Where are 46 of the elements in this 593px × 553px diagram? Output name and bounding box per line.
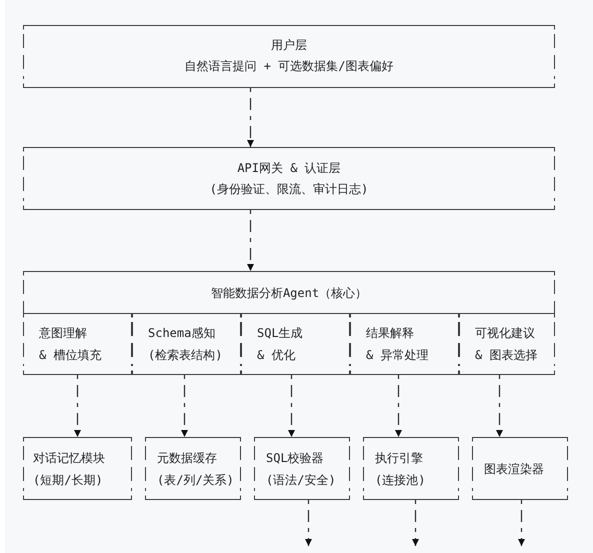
arrow [181,375,188,437]
description-text: & 槽位填充 [39,347,102,363]
description-text: (身份验证、限流、审计日志) [208,181,370,197]
arrow [74,375,81,437]
arrow [247,210,254,271]
description-text: (短期/长期) [33,472,103,488]
heading-text: 意图理解 [39,325,87,341]
heading-text: 可视化建议 [475,325,535,341]
heading-text: 智能数据分析Agent（核心） [210,285,368,301]
module-box [241,313,350,375]
description-text: (检索表结构) [148,347,222,363]
module-box [350,313,459,375]
module-box [132,313,241,375]
heading-text: API网关 & 认证层 [236,160,342,176]
description-text: (连接池) [375,472,426,488]
arrow [412,500,419,546]
component-box [23,437,132,500]
description-text: (语法/安全) [266,472,336,488]
heading-text: 结果解释 [366,325,414,341]
layer-box [23,147,555,210]
description-text: (表/列/关系) [157,472,234,488]
heading-text: SQL生成 [257,325,303,341]
heading-text: 用户层 [270,37,308,53]
heading-text: 图表渲染器 [484,461,544,477]
heading-text: 元数据缓存 [157,450,217,466]
heading-text: 执行引擎 [375,450,423,466]
arrow [518,500,525,546]
heading-text: Schema感知 [148,325,216,341]
heading-text: 对话记忆模块 [33,450,105,466]
component-box [145,437,241,500]
component-box [472,437,568,500]
arrow [288,375,295,437]
module-box [459,313,555,375]
description-text: & 异常处理 [366,347,428,363]
description-text: 自然语言提问 + 可选数据集/图表偏好 [184,58,394,74]
heading-text: SQL校验器 [266,450,324,466]
component-box [363,437,459,500]
arrow [395,375,402,437]
arrow [247,88,254,147]
description-text: & 优化 [257,347,296,363]
module-box [23,313,132,375]
description-text: & 图表选择 [475,347,538,363]
arrow [496,375,503,437]
layer-box [23,25,555,88]
arrow [305,500,312,546]
component-box [254,437,350,500]
